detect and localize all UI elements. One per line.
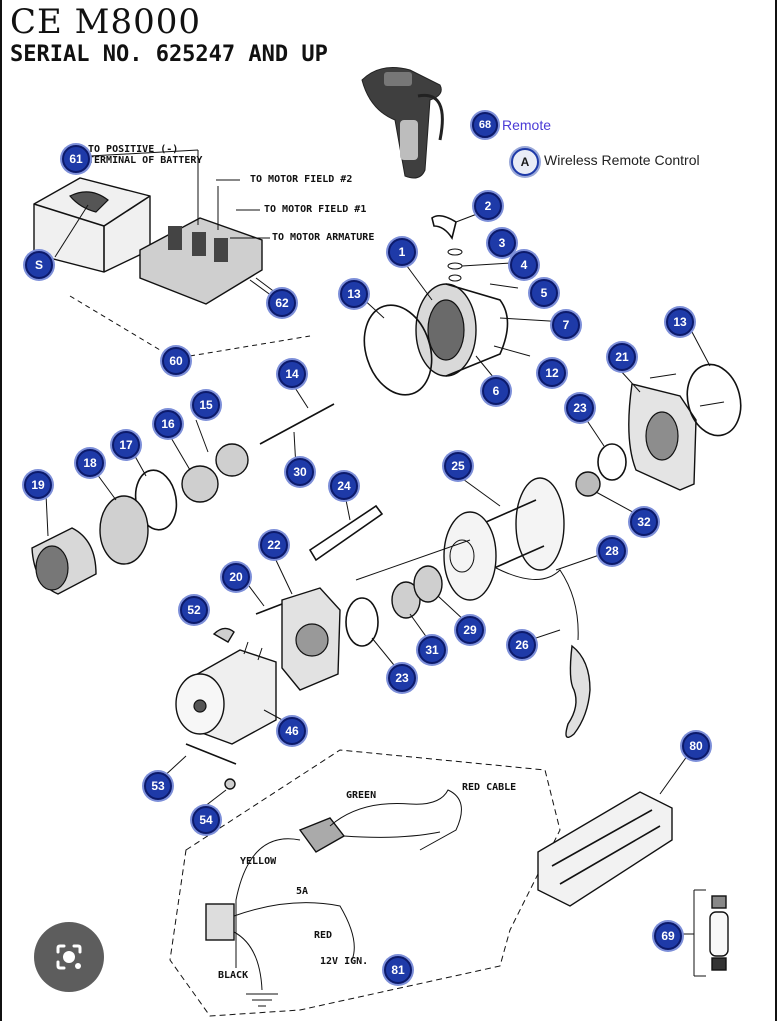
label-red-cable: RED CABLE: [462, 782, 517, 793]
callout-19: 19: [24, 471, 52, 499]
callout-28: 28: [598, 537, 626, 565]
callout-25: 25: [444, 452, 472, 480]
callout-4: 4: [510, 251, 538, 279]
callout-69: 69: [654, 922, 682, 950]
callout-54: 54: [192, 806, 220, 834]
callout-3: 3: [488, 229, 516, 257]
callout-46: 46: [278, 717, 306, 745]
callout-6: 6: [482, 377, 510, 405]
callout-14: 14: [278, 360, 306, 388]
label-battery-terminal: TERMINAL OF BATTERY: [88, 155, 203, 166]
label-motor-field-2: TO MOTOR FIELD #2: [250, 174, 353, 185]
google-lens-icon: [56, 944, 82, 970]
label-red: RED: [314, 930, 333, 941]
callout-5: 5: [530, 279, 558, 307]
callout-24: 24: [330, 472, 358, 500]
remote-label: Remote: [502, 117, 552, 133]
label-to-positive: TO POSITIVE (-): [88, 144, 179, 155]
roller-fairlead: [537, 791, 673, 907]
callout-16: 16: [154, 410, 182, 438]
callout-23-upper: 23: [566, 394, 594, 422]
callout-20: 20: [222, 563, 250, 591]
remote-handset-picture: [361, 67, 444, 179]
callout-68: 68: [472, 112, 498, 138]
callout-30: 30: [286, 458, 314, 486]
wiring-harness: [205, 789, 462, 1007]
callout-26: 26: [508, 631, 536, 659]
label-black: BLACK: [218, 970, 249, 981]
solenoid-cover: [33, 177, 151, 273]
end-housing-1: [415, 283, 509, 377]
label-motor-field-1: TO MOTOR FIELD #1: [264, 204, 367, 215]
gear-end-bearing-21: [628, 373, 725, 491]
google-lens-button[interactable]: [34, 922, 104, 992]
callout-81: 81: [384, 956, 412, 984]
callout-52: 52: [180, 596, 208, 624]
motor: [175, 641, 277, 745]
callout-A: A: [511, 148, 539, 176]
callout-7: 7: [552, 311, 580, 339]
callout-12: 12: [538, 359, 566, 387]
callout-61: 61: [62, 145, 90, 173]
label-fuse: 5A: [296, 886, 309, 897]
callout-13-right: 13: [666, 308, 694, 336]
callout-13-left: 13: [340, 280, 368, 308]
callout-22: 22: [260, 531, 288, 559]
callout-31: 31: [418, 636, 446, 664]
callout-15: 15: [192, 391, 220, 419]
cable-drum: [443, 477, 565, 601]
callout-80: 80: [682, 732, 710, 760]
relay-assembly: [139, 150, 273, 305]
callout-1: 1: [388, 238, 416, 266]
callout-32: 32: [630, 508, 658, 536]
callout-29: 29: [456, 616, 484, 644]
wireless-remote-label: Wireless Remote Control: [544, 152, 700, 168]
callout-2: 2: [474, 192, 502, 220]
label-motor-armature: TO MOTOR ARMATURE: [272, 232, 375, 243]
callout-53: 53: [144, 772, 172, 800]
callout-23-lower: 23: [388, 664, 416, 692]
callout-18: 18: [76, 449, 104, 477]
callout-60: 60: [162, 347, 190, 375]
callout-62: 62: [268, 289, 296, 317]
page-title: CE M8000: [10, 2, 201, 42]
page-subtitle: SERIAL NO. 625247 AND UP: [10, 42, 328, 67]
callout-21: 21: [608, 343, 636, 371]
label-ignition: 12V IGN.: [320, 956, 369, 967]
label-yellow: YELLOW: [240, 856, 277, 867]
callout-S: S: [25, 251, 53, 279]
callout-17: 17: [112, 431, 140, 459]
label-green: GREEN: [346, 790, 377, 801]
